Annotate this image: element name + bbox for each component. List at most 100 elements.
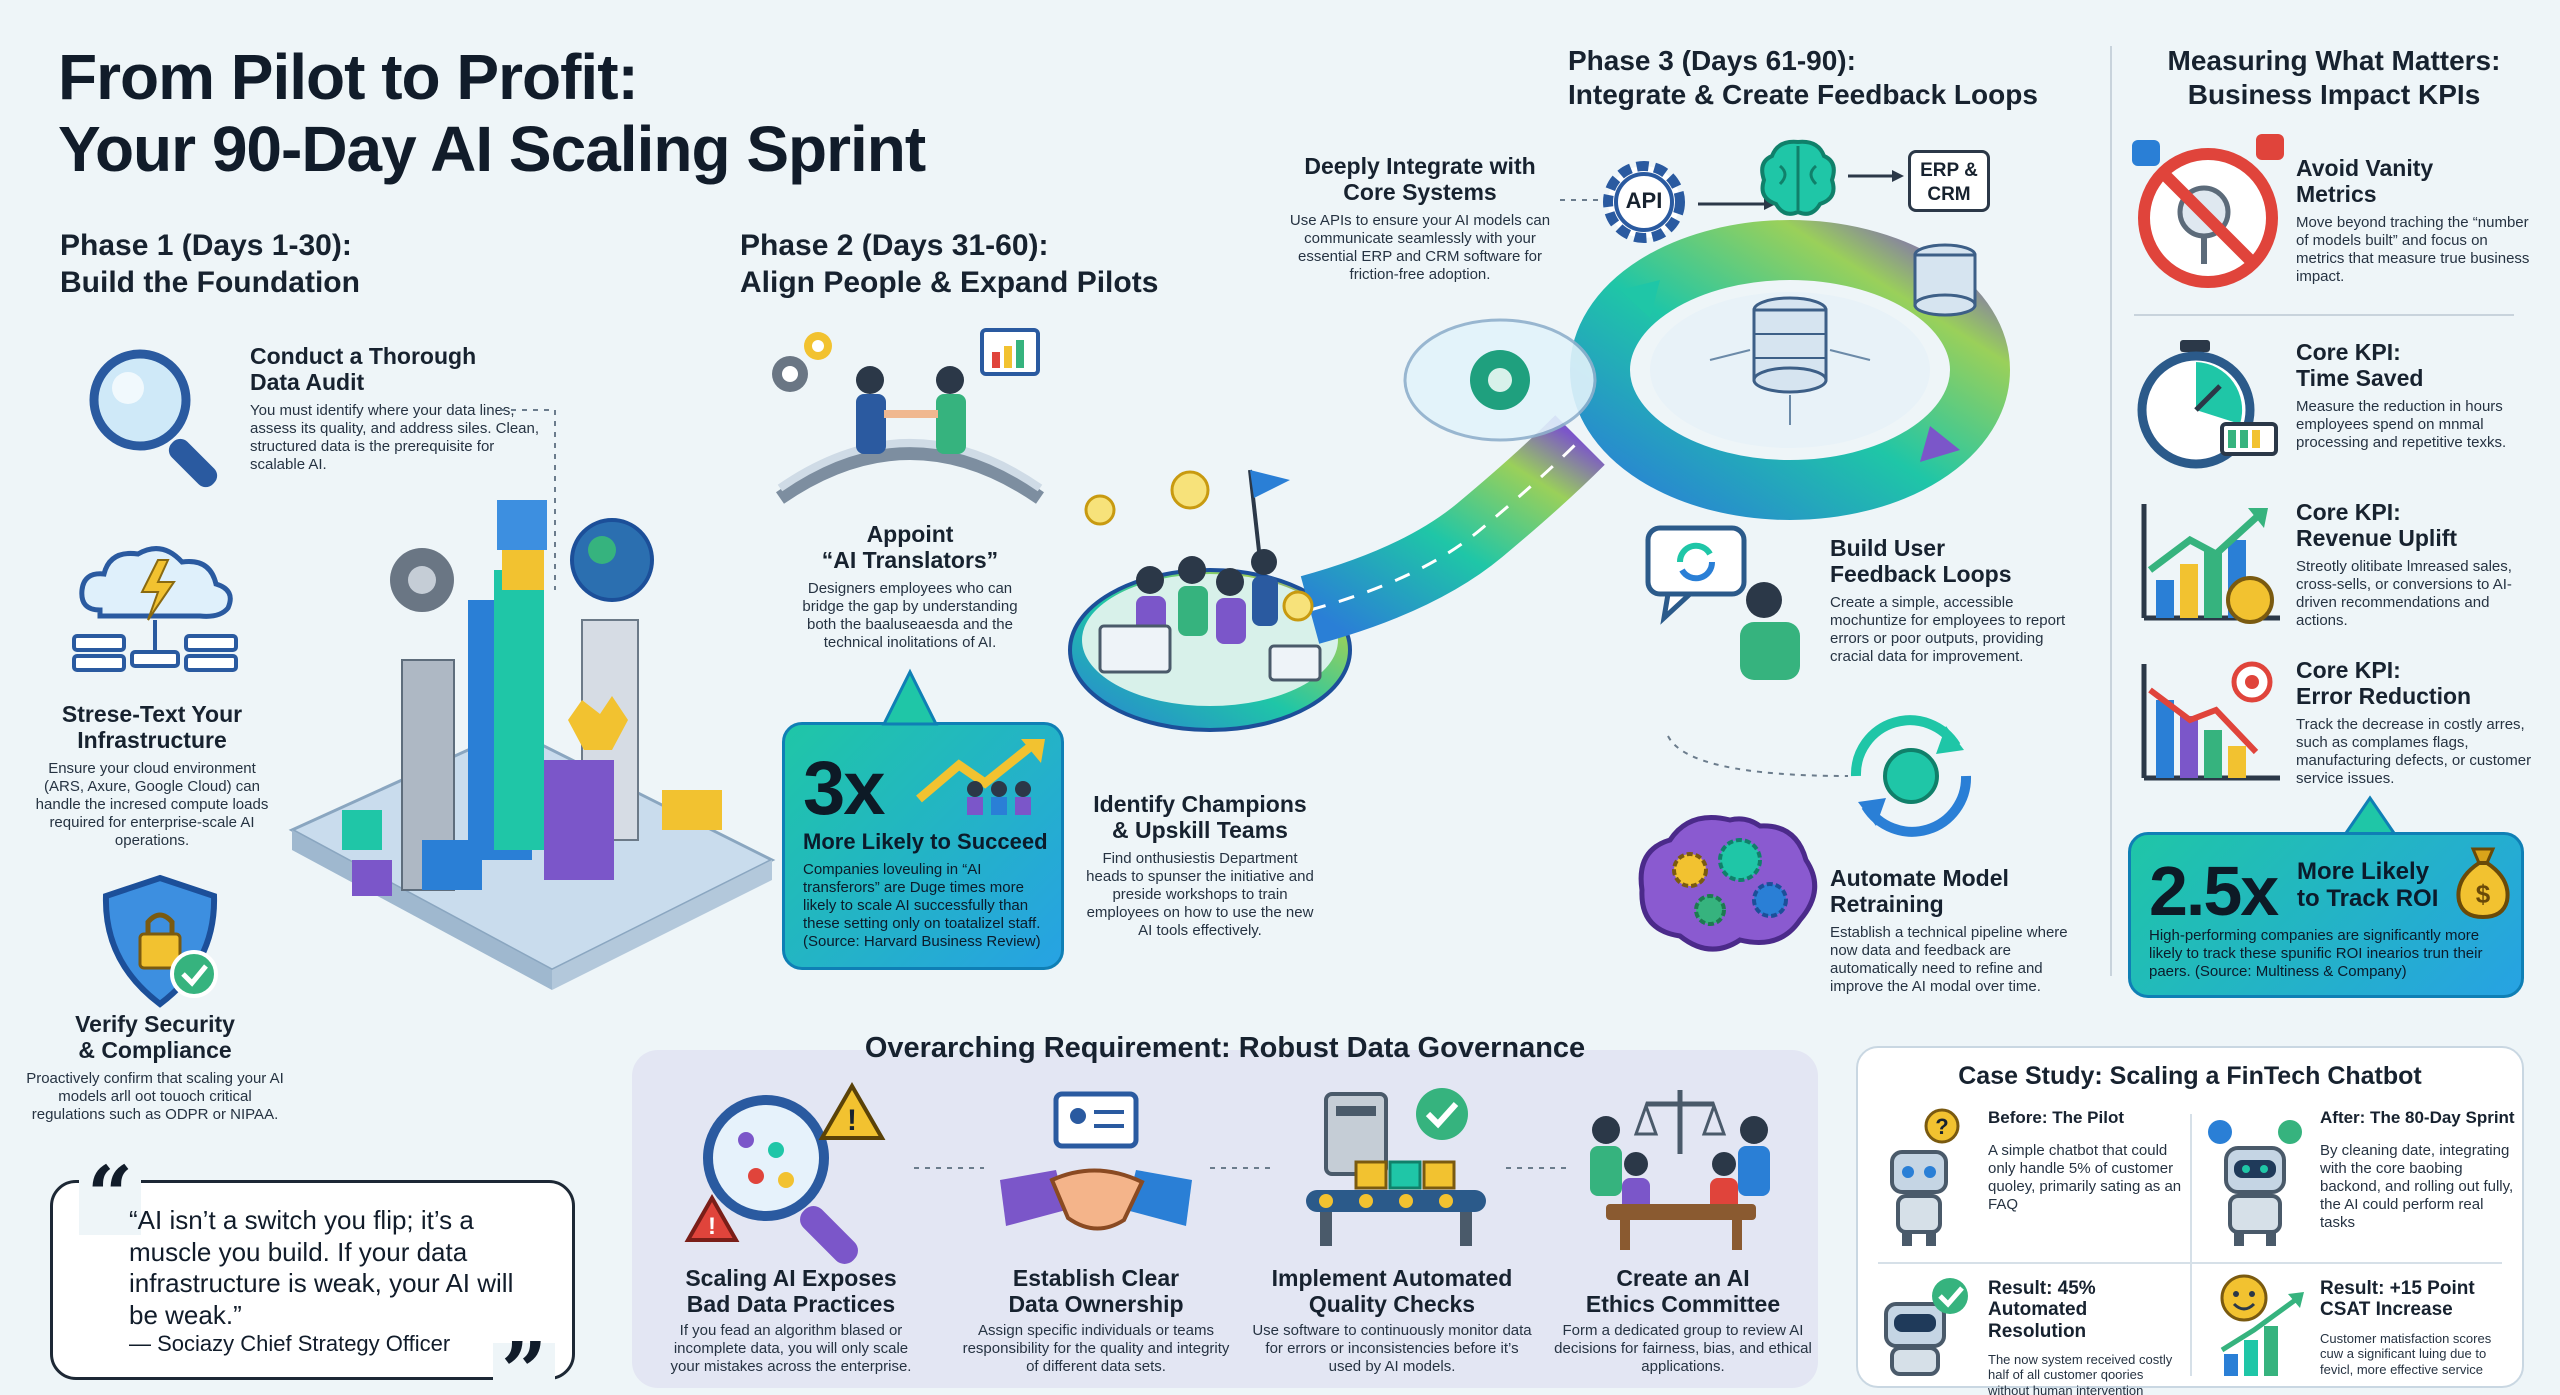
magnifier-icon xyxy=(89,349,218,488)
main-title-line2: Your 90-Day AI Scaling Sprint xyxy=(58,112,926,185)
no-vanity-icon xyxy=(2132,134,2284,288)
governance-item-ethics: Create an AI Ethics Committee Form a ded… xyxy=(1548,1265,1818,1376)
quality-check-conveyor-icon xyxy=(1306,1088,1486,1246)
robot-after-icon xyxy=(2208,1120,2302,1246)
item-title-line1: Establish Clear xyxy=(1012,1265,1180,1291)
error-reduction-chart-icon xyxy=(2141,661,2280,781)
svg-text:$: $ xyxy=(2476,879,2491,909)
smiley-growth-icon xyxy=(2220,1274,2304,1376)
phase1-connector-lines xyxy=(500,409,556,590)
open-quote-icon: “ xyxy=(79,1155,142,1235)
svg-text:!: ! xyxy=(708,1213,716,1240)
gov-connector-1 xyxy=(914,1167,984,1169)
arrow-brain-to-erp xyxy=(1848,170,1904,182)
case-cell-title-line2: Automated Resolution xyxy=(1988,1299,2088,1342)
governance-item-quality-checks: Implement Automated Quality Checks Use s… xyxy=(1252,1265,1532,1376)
phase3-connector-line xyxy=(1560,199,1600,201)
kpi-column-divider xyxy=(2110,46,2112,976)
growth-people-icon xyxy=(916,739,1045,815)
svg-text:?: ? xyxy=(1935,1114,1948,1139)
item-body: Use APIs to ensure your AI models can co… xyxy=(1289,211,1551,283)
case-cell-body: By cleaning date, integrating with the c… xyxy=(2320,1142,2514,1231)
item-body: Form a dedicated group to review AI deci… xyxy=(1554,1321,1812,1375)
case-result-automation: Result: 45% Automated Resolution The now… xyxy=(1988,1278,2184,1395)
item-title-line2: Feedback Loops xyxy=(1830,560,2012,587)
item-body: Establish a technical pipeline where now… xyxy=(1830,923,2068,995)
phase2-item-champions: Identify Champions & Upskill Teams Find … xyxy=(1080,791,1320,940)
phase1-heading-line1: Phase 1 (Days 1-30): xyxy=(60,229,352,262)
case-cell-body: The now system received costly half of a… xyxy=(1988,1351,2173,1395)
item-title-line2: Ethics Committee xyxy=(1585,1290,1781,1317)
phase1-item-security: Verify Security & Compliance Proactively… xyxy=(20,1011,290,1124)
handshake-icon xyxy=(1000,1091,1192,1231)
item-title: Strese-Text Your Infrastructure xyxy=(32,701,272,754)
item-title-line2: Error Reduction xyxy=(2296,682,2472,709)
erp-crm-box: ERP & CRM xyxy=(1908,150,1990,212)
item-title-line2: “AI Translators” xyxy=(821,546,999,573)
kpi-item-time-saved: Core KPI: Time Saved Measure the reducti… xyxy=(2296,339,2536,452)
item-title: Core KPI: Revenue Uplift xyxy=(2296,499,2536,552)
item-body: Measure the reduction in hours employees… xyxy=(2296,397,2507,451)
case-cell-title-line1: Result: 45% xyxy=(1988,1278,2096,1299)
item-title-line2: Data Ownership xyxy=(1008,1290,1184,1317)
phase2-item-translators: Appoint “AI Translators” Designers emplo… xyxy=(790,521,1030,652)
case-cell-title-line2: CSAT Increase xyxy=(2320,1299,2453,1321)
phase2-heading-line1: Phase 2 (Days 31-60): xyxy=(740,229,1049,262)
item-body: Streotly olitibate lmreased sales, cross… xyxy=(2296,557,2512,629)
case-cell-body: A simple chatbot that could only handle … xyxy=(1988,1142,2182,1213)
kpi-item-vanity: Avoid Vanity Metrics Move beyond trachin… xyxy=(2296,155,2536,286)
item-title: Appoint “AI Translators” xyxy=(790,521,1030,574)
retraining-connector-line xyxy=(1667,735,1849,777)
gov-connector-3 xyxy=(1506,1167,1566,1169)
item-title-line2: & Compliance xyxy=(78,1036,232,1063)
retraining-cycle-icon xyxy=(1850,715,1972,837)
feedback-chat-icon xyxy=(1645,525,1800,680)
case-study-heading: Case Study: Scaling a FinTech Chatbot xyxy=(1958,1062,2422,1090)
case-cell-title: Result: +15 Point CSAT Increase xyxy=(2320,1278,2516,1321)
case-result-csat: Result: +15 Point CSAT Increase Customer… xyxy=(2320,1278,2516,1377)
phase2-heading-line2: Align People & Expand Pilots xyxy=(740,265,1159,299)
phase3-heading-line2: Integrate & Create Feedback Loops xyxy=(1568,79,2038,111)
item-title: Implement Automated Quality Checks xyxy=(1252,1265,1532,1318)
item-title-line2: Core Systems xyxy=(1343,178,1497,205)
revenue-chart-icon xyxy=(2141,504,2280,624)
case-study-vertical-divider xyxy=(2190,1114,2192,1376)
main-title-line1: From Pilot to Profit: xyxy=(58,41,639,113)
item-title: Core KPI: Error Reduction xyxy=(2296,657,2536,710)
data-blocks-illustration xyxy=(288,500,776,990)
item-title: Conduct a Thorough Data Audit xyxy=(250,343,540,396)
governance-heading: Overarching Requirement: Robust Data Gov… xyxy=(864,1032,1586,1064)
stat-label-line2: to Track ROI xyxy=(2297,884,2439,912)
stat-value: 2.5x xyxy=(2149,852,2279,930)
shield-lock-icon xyxy=(102,874,218,1008)
item-body: You must identify where your data lines,… xyxy=(250,401,540,473)
bridge-handshake-icon xyxy=(772,328,1044,504)
item-title-line1: Avoid Vanity xyxy=(2296,155,2434,181)
item-title-line2: Quality Checks xyxy=(1308,1290,1476,1317)
item-title-line1: Create an AI xyxy=(1616,1265,1750,1291)
kpi-item-revenue: Core KPI: Revenue Uplift Streotly olitib… xyxy=(2296,499,2536,630)
item-body: Find onthusiestis Department heads to sp… xyxy=(1086,849,1314,939)
item-body: Proactively confirm that scaling your AI… xyxy=(26,1069,284,1123)
item-title-line1: Deeply Integrate with xyxy=(1304,153,1536,179)
item-title-line1: Strese-Text Your xyxy=(61,701,243,727)
phase3-heading: Phase 3 (Days 61-90): Integrate & Create… xyxy=(1568,44,2038,112)
case-study-card: Case Study: Scaling a FinTech Chatbot ? … xyxy=(1856,1046,2524,1395)
phase3-item-feedback: Build User Feedback Loops Create a simpl… xyxy=(1830,535,2070,666)
item-body: Track the decrease in costly arres, such… xyxy=(2296,715,2532,787)
robot-before-icon: ? xyxy=(1890,1108,1960,1246)
item-body: Create a simple, accessible mochuntize f… xyxy=(1830,593,2066,665)
api-label: API xyxy=(1625,188,1663,213)
item-title: Core KPI: Time Saved xyxy=(2296,339,2536,392)
stat-body: High-performing companies are significan… xyxy=(2149,927,2483,980)
item-title-line2: & Upskill Teams xyxy=(1112,816,1288,843)
stat-pointer xyxy=(881,668,939,726)
item-title: Automate Model Retraining xyxy=(1830,865,2070,918)
brain-gears-icon xyxy=(1638,815,1818,952)
quote-text: “AI isn’t a switch you flip; it’s a musc… xyxy=(129,1205,514,1331)
close-quote-icon: ” xyxy=(493,1331,556,1395)
stat-body: Companies loveuling in “AI transferors” … xyxy=(803,861,1041,950)
item-title: Establish Clear Data Ownership xyxy=(956,1265,1236,1318)
item-body: Ensure your cloud environment (ARS, Axur… xyxy=(35,759,269,849)
item-title: Verify Security & Compliance xyxy=(20,1011,290,1064)
